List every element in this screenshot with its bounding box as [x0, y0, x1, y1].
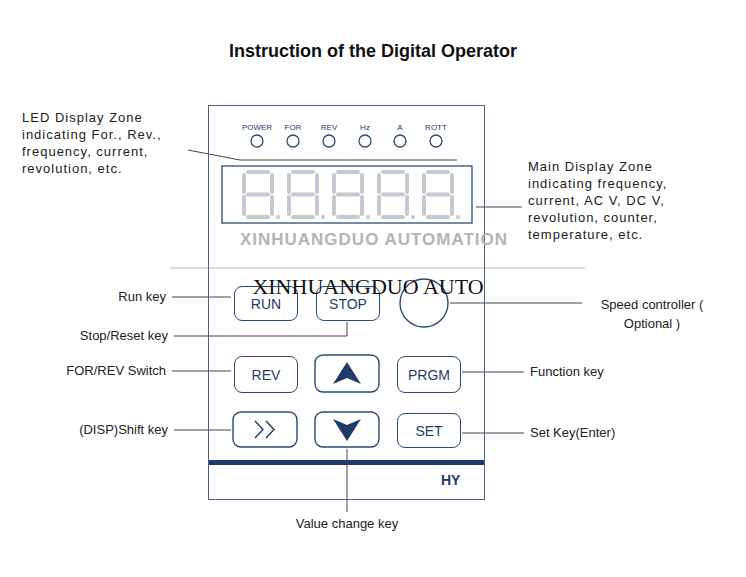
digit-segment — [405, 197, 409, 214]
shift-key — [233, 412, 297, 447]
leader-lines — [172, 150, 582, 512]
digit-segment — [422, 197, 426, 214]
rev-key: REV — [234, 356, 298, 393]
digit-segment — [242, 175, 246, 192]
digit-segment — [422, 175, 426, 192]
digit-segment — [287, 197, 291, 214]
digit-segment — [428, 193, 448, 197]
watermark: XINHUANGDUO AUTO — [252, 274, 483, 300]
digit-dot — [411, 215, 415, 219]
brand-mark: HY — [441, 472, 460, 488]
digit-segment — [450, 197, 454, 214]
operator-panel: HYRUNSTOPREVPRGMSET — [208, 105, 485, 500]
shift-chevrons — [255, 421, 274, 438]
callout-text: FOR/REV Switch — [66, 363, 166, 378]
key-label: PRGM — [408, 367, 450, 383]
digit-segment — [270, 197, 274, 214]
digit-segment — [338, 193, 358, 197]
digit-segment — [377, 197, 381, 214]
digit-segment — [270, 175, 274, 192]
digit-segment — [383, 215, 403, 219]
led-label: POWER — [242, 123, 272, 132]
led-label: ROTT — [425, 123, 447, 132]
digit-segment — [248, 170, 268, 174]
digit-segment — [287, 175, 291, 192]
down-key — [315, 412, 379, 447]
digit-segment — [360, 197, 364, 214]
digit-segment — [360, 175, 364, 192]
digit-segment — [338, 215, 358, 219]
callout-text: Value change key — [296, 516, 398, 531]
digit-segment — [332, 197, 336, 214]
digit-segment — [428, 170, 448, 174]
digit-dot — [321, 215, 325, 219]
key-label: REV — [252, 367, 281, 383]
digit-segment — [450, 175, 454, 192]
digit-segment — [405, 175, 409, 192]
led-label: A — [397, 123, 402, 132]
callout-text: Speed controller ( Optional ) — [586, 295, 718, 333]
digit-segment — [248, 193, 268, 197]
prgm-key: PRGM — [397, 356, 461, 393]
callout-text: Function key — [530, 364, 604, 379]
digit-dot — [276, 215, 280, 219]
led-label: FOR — [285, 123, 302, 132]
up-arrow — [333, 362, 361, 384]
digit-dot — [456, 215, 460, 219]
digit-segment — [293, 193, 313, 197]
digit-segment — [293, 215, 313, 219]
callout-text: (DISP)Shift key — [79, 422, 168, 437]
digit-segment — [242, 197, 246, 214]
page-title: Instruction of the Digital Operator — [0, 41, 746, 62]
up-key — [315, 355, 379, 392]
led-indicators — [251, 135, 442, 147]
digit-segment — [338, 170, 358, 174]
set-key: SET — [397, 413, 461, 448]
digit-segment — [383, 193, 403, 197]
key-label: SET — [415, 423, 442, 439]
seven-segment-digits — [244, 172, 460, 219]
callout-text: Main Display Zone indicating frequency, … — [528, 158, 706, 243]
digit-segment — [428, 215, 448, 219]
down-arrow — [333, 419, 361, 441]
callout-text: Run key — [118, 289, 166, 304]
led-label: REV — [321, 123, 337, 132]
display-window — [222, 166, 472, 223]
digit-dot — [366, 215, 370, 219]
led-label: Hz — [360, 123, 370, 132]
digit-segment — [377, 175, 381, 192]
watermark-rule — [170, 268, 585, 269]
digit-segment — [293, 170, 313, 174]
digit-segment — [315, 175, 319, 192]
callout-text: LED Display Zone indicating For., Rev., … — [22, 109, 184, 177]
callout-text: Stop/Reset key — [80, 328, 168, 343]
callout-text: Set Key(Enter) — [530, 425, 615, 440]
digit-segment — [248, 215, 268, 219]
digit-segment — [315, 197, 319, 214]
digit-segment — [383, 170, 403, 174]
digit-segment — [332, 175, 336, 192]
watermark: XINHUANGDUO AUTOMATION — [240, 230, 508, 250]
